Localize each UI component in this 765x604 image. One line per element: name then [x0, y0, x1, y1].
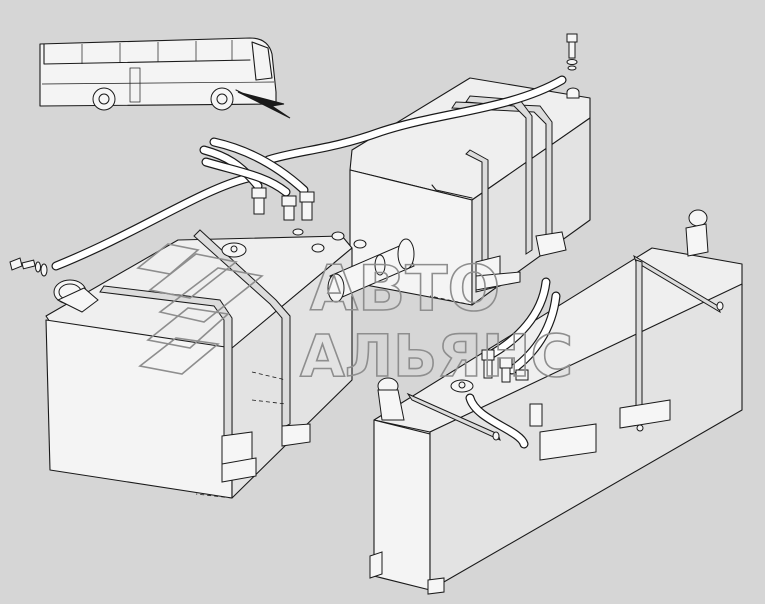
sender-unit: [450, 379, 474, 393]
hose-bundle: [199, 137, 309, 197]
bolt-icon: [9, 257, 48, 277]
hose-fitting: [251, 187, 315, 221]
fuel-tank-left: [45, 235, 353, 499]
bolt-icon: [566, 33, 578, 71]
location-arrow: [235, 89, 291, 119]
mounting-bracket: [369, 399, 671, 595]
crossover-pipe: [327, 238, 415, 303]
watermark-line-1: АВТО: [310, 252, 500, 325]
bolt-icon: [492, 301, 724, 441]
filler-neck: [377, 209, 709, 421]
bus-icon: [39, 37, 277, 111]
hose-bundle: [487, 277, 561, 375]
watermark-line-2: АЛЬЯНС: [300, 322, 573, 390]
mounting-bracket: [475, 231, 567, 293]
return-line: [465, 393, 543, 449]
tank-strap: [406, 254, 721, 441]
filler-neck: [53, 279, 99, 313]
sender-unit: [221, 228, 367, 258]
watermark-logo: [136, 243, 264, 375]
fuel-cap: [566, 87, 580, 99]
fuel-hose: [263, 75, 567, 165]
mounting-bracket: [221, 371, 311, 483]
hose-fitting: [481, 349, 529, 383]
fuel-hose: [51, 173, 253, 271]
